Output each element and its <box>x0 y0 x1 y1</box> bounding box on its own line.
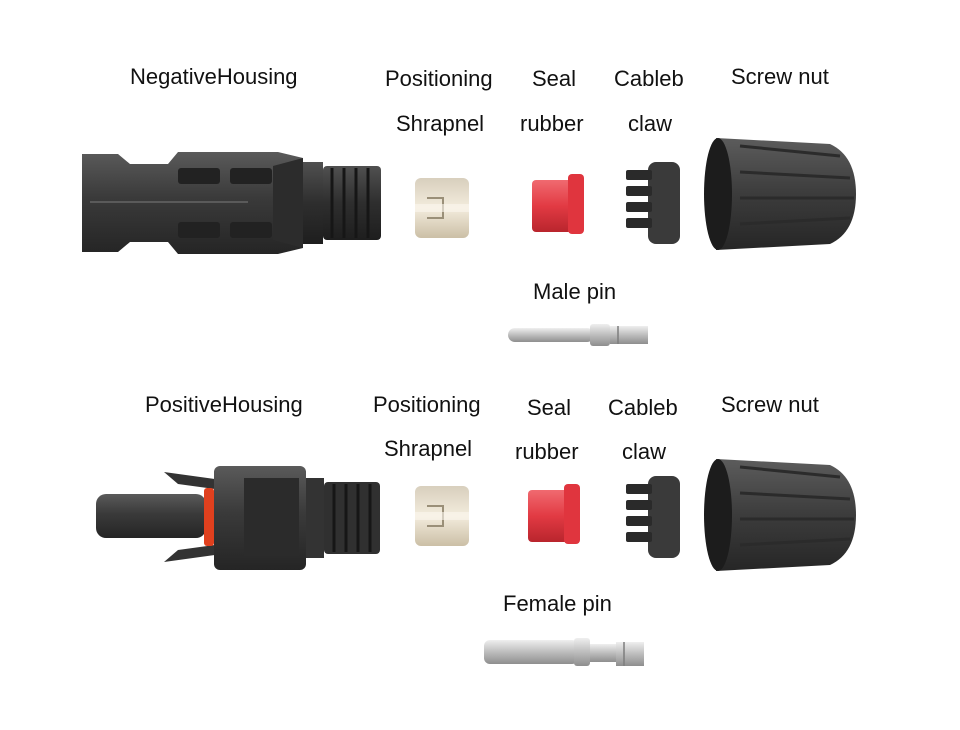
top-cable-claw-image <box>624 160 682 246</box>
top-seal-rubber-image <box>530 172 586 236</box>
top-claw-label-line2: claw <box>628 111 673 136</box>
bottom-claw-label-line1: Cableb <box>608 395 678 420</box>
bottom-seal-rubber-image <box>526 482 582 546</box>
positive-housing-image <box>94 462 384 574</box>
bottom-seal-label-line2: rubber <box>515 439 579 464</box>
top-shrapnel-label-line2: Shrapnel <box>396 111 485 136</box>
bottom-shrapnel-label-line2: Shrapnel <box>384 436 473 461</box>
bottom-screw-nut-image <box>700 457 860 573</box>
top-screw-nut-image <box>700 136 860 252</box>
positive-housing-label: PositiveHousing <box>145 392 303 417</box>
top-seal-label-line1: Seal <box>532 66 577 91</box>
bottom-seal-label-line1: Seal <box>527 395 572 420</box>
male-pin-image <box>506 320 652 350</box>
bottom-screw-nut-label: Screw nut <box>721 392 819 417</box>
top-shrapnel-label-line1: Positioning <box>385 66 493 91</box>
female-pin-image <box>482 632 648 672</box>
top-screw-nut-label: Screw nut <box>731 64 829 89</box>
bottom-cable-claw-image <box>624 474 682 560</box>
male-pin-label: Male pin <box>533 279 617 304</box>
bottom-positioning-shrapnel-image <box>413 484 471 548</box>
top-seal-label-line2: rubber <box>520 111 584 136</box>
bottom-shrapnel-label-line1: Positioning <box>373 392 481 417</box>
negative-housing-label: NegativeHousing <box>130 64 298 89</box>
top-claw-label-line1: Cableb <box>614 66 684 91</box>
bottom-claw-label-line2: claw <box>622 439 667 464</box>
female-pin-label: Female pin <box>503 591 612 616</box>
top-positioning-shrapnel-image <box>413 176 471 240</box>
negative-housing-image <box>78 148 383 260</box>
